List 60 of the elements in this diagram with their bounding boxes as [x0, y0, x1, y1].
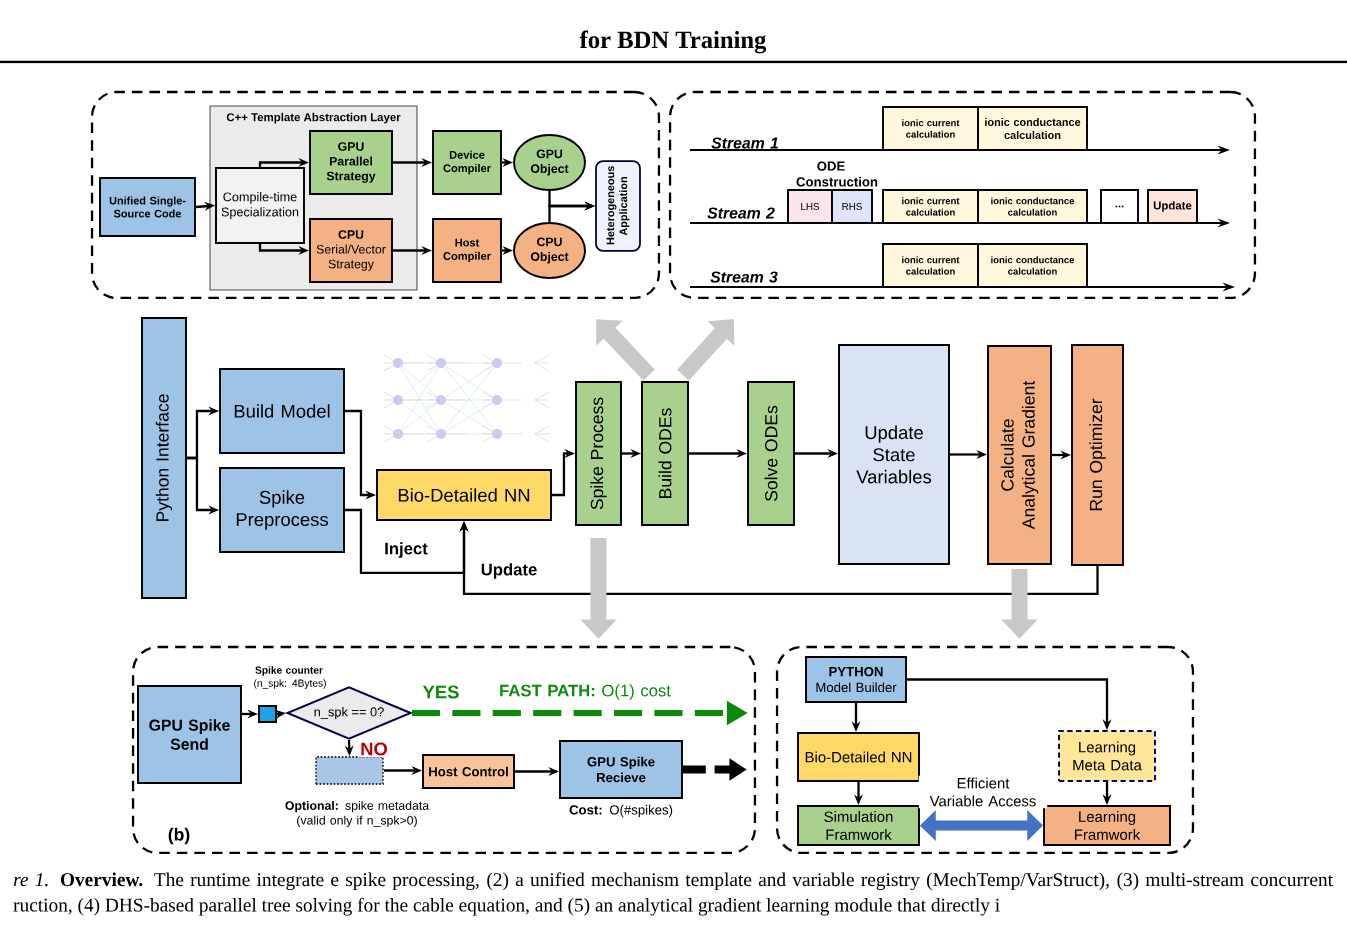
process-box: Spike Preprocess: [219, 467, 345, 553]
edge-label: YES: [420, 683, 462, 701]
node-caption: Cost: O(#spikes): [569, 804, 673, 818]
process-box: Update State Variables: [838, 344, 950, 565]
arrow: [920, 810, 1043, 841]
process-box: Build ODEs: [641, 381, 689, 526]
process-box: Python Interface: [141, 317, 187, 599]
text-label: ODE Construction: [796, 161, 878, 187]
dashed-panel: [668, 90, 1257, 300]
dashed-panel: [90, 90, 661, 300]
arrow: [596, 319, 655, 381]
process-box: Run Optimizer: [1071, 344, 1124, 566]
process-box: Host Compiler: [432, 218, 502, 283]
edge-label: Update: [478, 561, 540, 581]
caption: re 1. Overview. The runtime integrate e spike processing, (2) a unified mechanism template and variable registry (MechTemp/VarStruct), (3) multi-stream concurrent ruction, (4) DHS-based parallel tree solving for the cable equation, and (5) an analytical gradient learning module that directly i: [13, 872, 1333, 916]
title: for BDN Training: [579, 30, 767, 54]
process-box: Host Control: [422, 754, 515, 789]
process-box: Learning Meta Data: [1058, 730, 1156, 782]
process-box: PYTHON Model Builder: [805, 656, 907, 703]
process-box: GPU Parallel Strategy: [309, 130, 393, 195]
task-box: LHS: [787, 189, 833, 224]
process-box: CPU Serial/Vector Strategy: [309, 218, 393, 283]
dashed-panel: [131, 645, 757, 855]
process-box: Unified Single-Source Code: [99, 177, 196, 237]
node-caption: Spike counter: [255, 666, 323, 676]
task-box: ionic current calculation: [882, 243, 979, 288]
dotted-box: [315, 756, 384, 785]
process-box: Calculate Analytical Gradient: [987, 345, 1052, 565]
task-box: ionic conductance calculation: [977, 243, 1088, 288]
dashed-panel: [775, 645, 1195, 855]
edge-label: Efficient Variable Access: [918, 775, 1048, 809]
edge-label: Inject: [382, 540, 430, 560]
process-box: GPU Spike Send: [137, 685, 242, 784]
task-box: ionic current calculation: [882, 106, 979, 151]
process-box: Spike Process: [575, 381, 622, 526]
task-box: RHS: [831, 189, 873, 224]
text-label: Stream 1: [711, 137, 778, 149]
edge-label: NO: [358, 740, 390, 758]
process-box: GPU Spike Recieve: [559, 740, 683, 799]
node-caption: Optional: spike metadata (valid only if n_spk>0): [285, 800, 430, 828]
task-box: ionic conductance calculation: [977, 106, 1088, 151]
process-box: Bio-Detailed NN: [797, 732, 920, 782]
node-caption: (n_spk: 4Bytes): [254, 679, 326, 689]
task-box: ...: [1100, 189, 1139, 224]
process-box: Build Model: [219, 368, 345, 454]
text-label: FAST PATH: O(1) cost: [500, 684, 671, 700]
arrow: [677, 319, 735, 381]
text-label: (b): [168, 827, 190, 845]
rounded-box: Heterogeneous Application: [595, 160, 641, 252]
process-box: Bio-Detailed NN: [376, 469, 552, 521]
process-box: Learning Framwork: [1043, 805, 1171, 846]
process-box: Device Compiler: [432, 130, 502, 195]
task-box: ionic current calculation: [882, 189, 979, 224]
text-label: Stream 3: [710, 271, 778, 283]
task-box: Update: [1147, 189, 1198, 224]
counter-square: [258, 705, 277, 723]
process-box: Solve ODEs: [747, 381, 795, 526]
process-box: Simulation Framwork: [797, 805, 920, 846]
task-box: ionic conductance calculation: [977, 189, 1088, 224]
process-box: Compile-time Specialization: [215, 167, 305, 244]
